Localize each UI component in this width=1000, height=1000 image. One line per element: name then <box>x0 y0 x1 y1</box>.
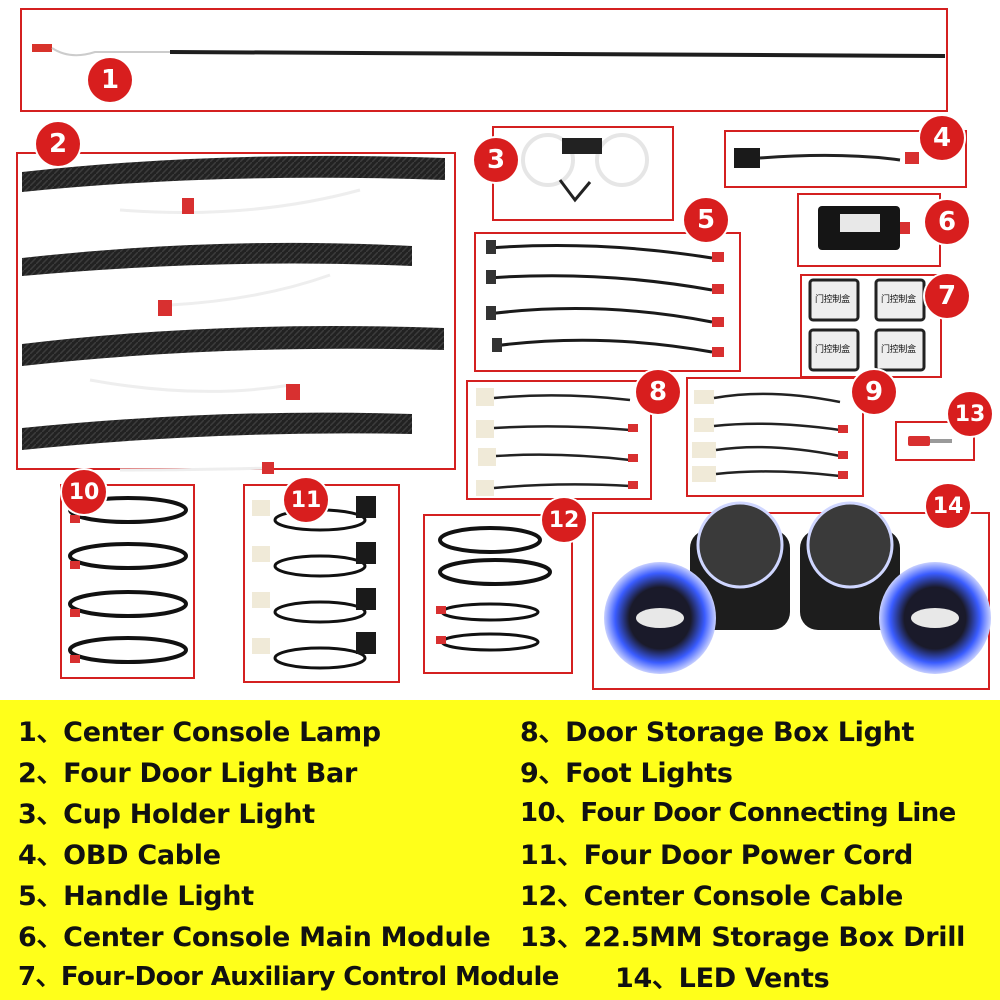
badge-11: 11 <box>284 478 328 522</box>
badge-7: 7 <box>925 274 969 318</box>
foot-light-cables <box>692 390 848 482</box>
legend-item: 2、Four Door Light Bar <box>18 758 357 789</box>
power-cord-bundles <box>252 496 376 670</box>
door-light-bars <box>22 155 445 474</box>
badge-12: 12 <box>542 498 586 542</box>
badge-8: 8 <box>636 370 680 414</box>
frame-1-center-console-lamp <box>20 8 948 112</box>
badge-2: 2 <box>36 122 80 166</box>
control-box-label: 门控制盒 <box>881 295 916 305</box>
legend-item: 9、Foot Lights <box>520 758 733 789</box>
obd-cable <box>734 148 919 168</box>
legend-item: 1、Center Console Lamp <box>18 717 381 748</box>
cup-holder-rings <box>521 133 649 203</box>
legend-item: 14、LED Vents <box>615 963 830 994</box>
control-box-label: 门控制盒 <box>881 345 916 355</box>
badge-6: 6 <box>925 200 969 244</box>
storage-box-light-cables <box>476 388 638 496</box>
legend-item: 12、Center Console Cable <box>520 881 904 912</box>
badge-14: 14 <box>926 484 970 528</box>
legend-item: 6、Center Console Main Module <box>18 922 491 953</box>
badge-13: 13 <box>948 392 992 436</box>
storage-box-drill <box>908 436 952 446</box>
legend-item: 13、22.5MM Storage Box Drill <box>520 922 966 953</box>
legend-item: 10、Four Door Connecting Line <box>520 798 956 828</box>
main-module-box <box>818 206 910 250</box>
control-box-label: 门控制盒 <box>815 345 850 355</box>
badge-9: 9 <box>852 370 896 414</box>
center-console-lamp-strip <box>32 44 946 58</box>
legend-item: 4、OBD Cable <box>18 840 221 871</box>
legend-item: 3、Cup Holder Light <box>18 799 315 830</box>
product-illustrations <box>22 44 991 674</box>
legend-item: 7、Four-Door Auxiliary Control Module <box>18 962 559 992</box>
led-vents <box>604 501 991 674</box>
legend-item: 11、Four Door Power Cord <box>520 840 914 871</box>
handle-light-cables <box>486 240 724 357</box>
control-box-label: 门控制盒 <box>815 295 850 305</box>
badge-10: 10 <box>62 470 106 514</box>
console-cable-bundles <box>436 526 552 652</box>
legend-panel: 1、Center Console Lamp 2、Four Door Light … <box>0 700 1000 1000</box>
legend-item: 8、Door Storage Box Light <box>520 717 915 748</box>
badge-3: 3 <box>474 138 518 182</box>
badge-4: 4 <box>920 116 964 160</box>
badge-1: 1 <box>88 58 132 102</box>
badge-5: 5 <box>684 198 728 242</box>
legend-item: 5、Handle Light <box>18 881 254 912</box>
connecting-line-bundles <box>68 496 188 664</box>
aux-control-boxes <box>808 278 926 372</box>
